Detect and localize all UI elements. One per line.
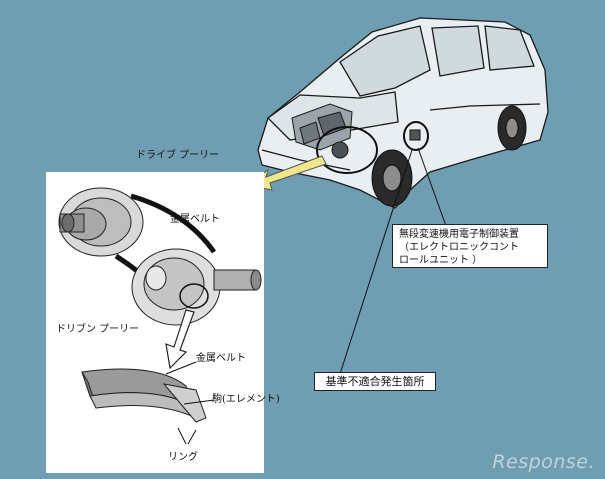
label-metal-belt-bottom: 金属ベルト [196,353,246,364]
detail-arrow [165,309,195,370]
belt-detail-circle [179,283,209,309]
engine-bay [291,103,353,159]
belt-segment-drawing [81,368,207,423]
control-unit-circle [403,121,429,151]
pulley-diagram [58,187,262,445]
element-pointer [183,399,215,405]
control-unit-callout: 無段変速機用電子制御装置 （エレクトロニックコント ロールユニット ） [392,224,548,268]
transmission-circle [316,126,378,174]
callout-line-2: （エレクトロニックコント [399,242,519,253]
watermark-logo: Response. [492,451,595,473]
ring-pointer-2 [187,429,197,445]
label-ring: リング [168,452,198,463]
label-drive-pulley: ドライブ プーリー [136,150,220,161]
defect-location-label: 基準不適合発生箇所 [314,372,436,391]
label-element: 駒(エレメント) [212,394,280,405]
callout-line-1: 無段変速機用電子制御装置 [399,229,519,240]
control-unit-icon [409,129,421,141]
drive-pulley-drawing [58,187,144,257]
leader-line-defect [339,149,413,375]
leader-line-callout [417,147,447,227]
cvt-detail-panel: ドライブ プーリー 金属ベルト ドリブン プーリー 金属ベルト 駒(エレメント)… [46,150,280,473]
driven-pulley-drawing [131,248,262,326]
label-driven-pulley: ドリブン プーリー [56,324,140,335]
wheels [371,105,527,207]
label-metal-belt-top: 金属ベルト [170,214,220,225]
ring-pointer-1 [177,427,187,445]
callout-line-3: ロールユニット ） [399,255,483,266]
belt-pointer [165,361,197,375]
